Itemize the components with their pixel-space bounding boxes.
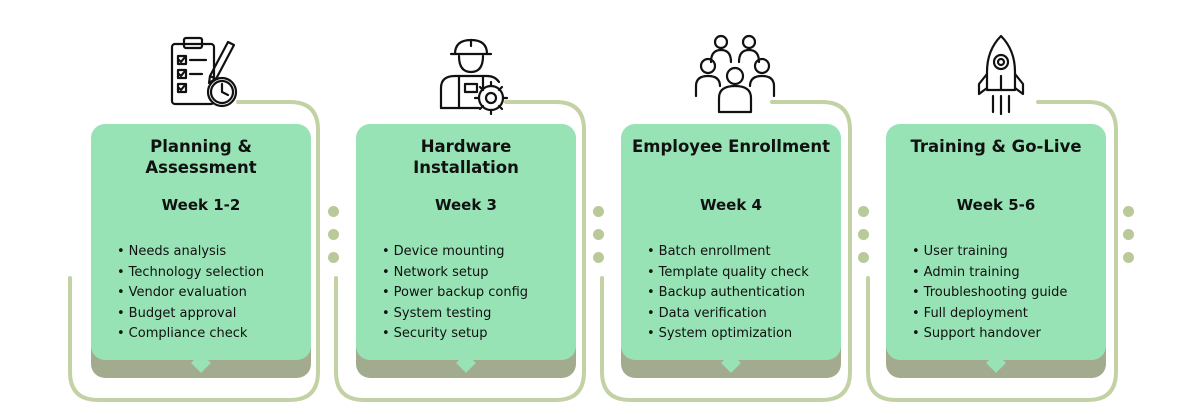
phase-week: Week 3 (435, 196, 497, 214)
task-item: Device mounting (382, 242, 528, 263)
connector-dot (593, 252, 604, 263)
phase-week: Week 1-2 (161, 196, 241, 214)
phase-card: Hardware Installation Week 3 Device moun… (356, 124, 576, 360)
task-item: Backup authentication (647, 283, 809, 304)
connector-dot (858, 229, 869, 240)
connector-dot (858, 252, 869, 263)
task-item: Budget approval (117, 304, 264, 325)
frame-segment-3 (600, 100, 852, 402)
phase-title: Planning & Assessment (145, 137, 257, 177)
task-item: Needs analysis (117, 242, 264, 263)
phase-card: Training & Go-Live Week 5-6 User trainin… (886, 124, 1106, 360)
phase-planning: Planning & Assessment Week 1-2 Needs ana… (91, 0, 321, 414)
task-item: Compliance check (117, 324, 264, 345)
connector-dot (1123, 252, 1134, 263)
phase-week: Week 5-6 (956, 196, 1036, 214)
people-group-icon (694, 34, 776, 114)
task-item: Vendor evaluation (117, 283, 264, 304)
task-item: Data verification (647, 304, 809, 325)
phase-enrollment: Employee Enrollment Week 4 Batch enrollm… (621, 0, 851, 414)
phase-task-list: Batch enrollment Template quality check … (647, 242, 809, 345)
task-item: System testing (382, 304, 528, 325)
rocket-icon (977, 34, 1025, 116)
frame-segment-4 (866, 100, 1118, 402)
connector-dot (858, 206, 869, 217)
task-item: Technology selection (117, 263, 264, 284)
phase-task-list: Needs analysis Technology selection Vend… (117, 242, 264, 345)
frame-segment-2 (334, 100, 586, 402)
worker-gear-icon (439, 38, 509, 116)
task-item: Full deployment (912, 304, 1067, 325)
connector-dots-1 (328, 206, 340, 266)
task-item: Network setup (382, 263, 528, 284)
task-item: Batch enrollment (647, 242, 809, 263)
phase-week: Week 4 (700, 196, 762, 214)
phase-hardware: Hardware Installation Week 3 Device moun… (356, 0, 586, 414)
task-item: Admin training (912, 263, 1067, 284)
connector-dots-2 (593, 206, 605, 266)
task-item: User training (912, 242, 1067, 263)
connector-dots-3 (858, 206, 870, 266)
task-item: System optimization (647, 324, 809, 345)
phase-training: Training & Go-Live Week 5-6 User trainin… (886, 0, 1116, 414)
task-item: Template quality check (647, 263, 809, 284)
connector-dot (593, 206, 604, 217)
task-item: Troubleshooting guide (912, 283, 1068, 304)
connector-dot (328, 252, 339, 263)
connector-dot (593, 229, 604, 240)
checklist-clock-icon (170, 36, 238, 108)
connector-dot (1123, 229, 1134, 240)
phase-task-list: Device mounting Network setup Power back… (382, 242, 528, 345)
connector-dot (328, 206, 339, 217)
task-item: Power backup config (382, 283, 528, 304)
phase-task-list: User training Admin training Troubleshoo… (912, 242, 1068, 345)
phase-card: Employee Enrollment Week 4 Batch enrollm… (621, 124, 841, 360)
phase-card: Planning & Assessment Week 1-2 Needs ana… (91, 124, 311, 360)
connector-dot (1123, 206, 1134, 217)
frame-segment-1 (68, 100, 320, 402)
task-item: Support handover (912, 324, 1067, 345)
phase-title: Training & Go-Live (910, 137, 1082, 156)
connector-dot (328, 229, 339, 240)
task-item: Security setup (382, 324, 528, 345)
phase-title: Employee Enrollment (632, 137, 830, 156)
phase-title: Hardware Installation (413, 137, 519, 177)
connector-dots-4 (1123, 206, 1135, 266)
